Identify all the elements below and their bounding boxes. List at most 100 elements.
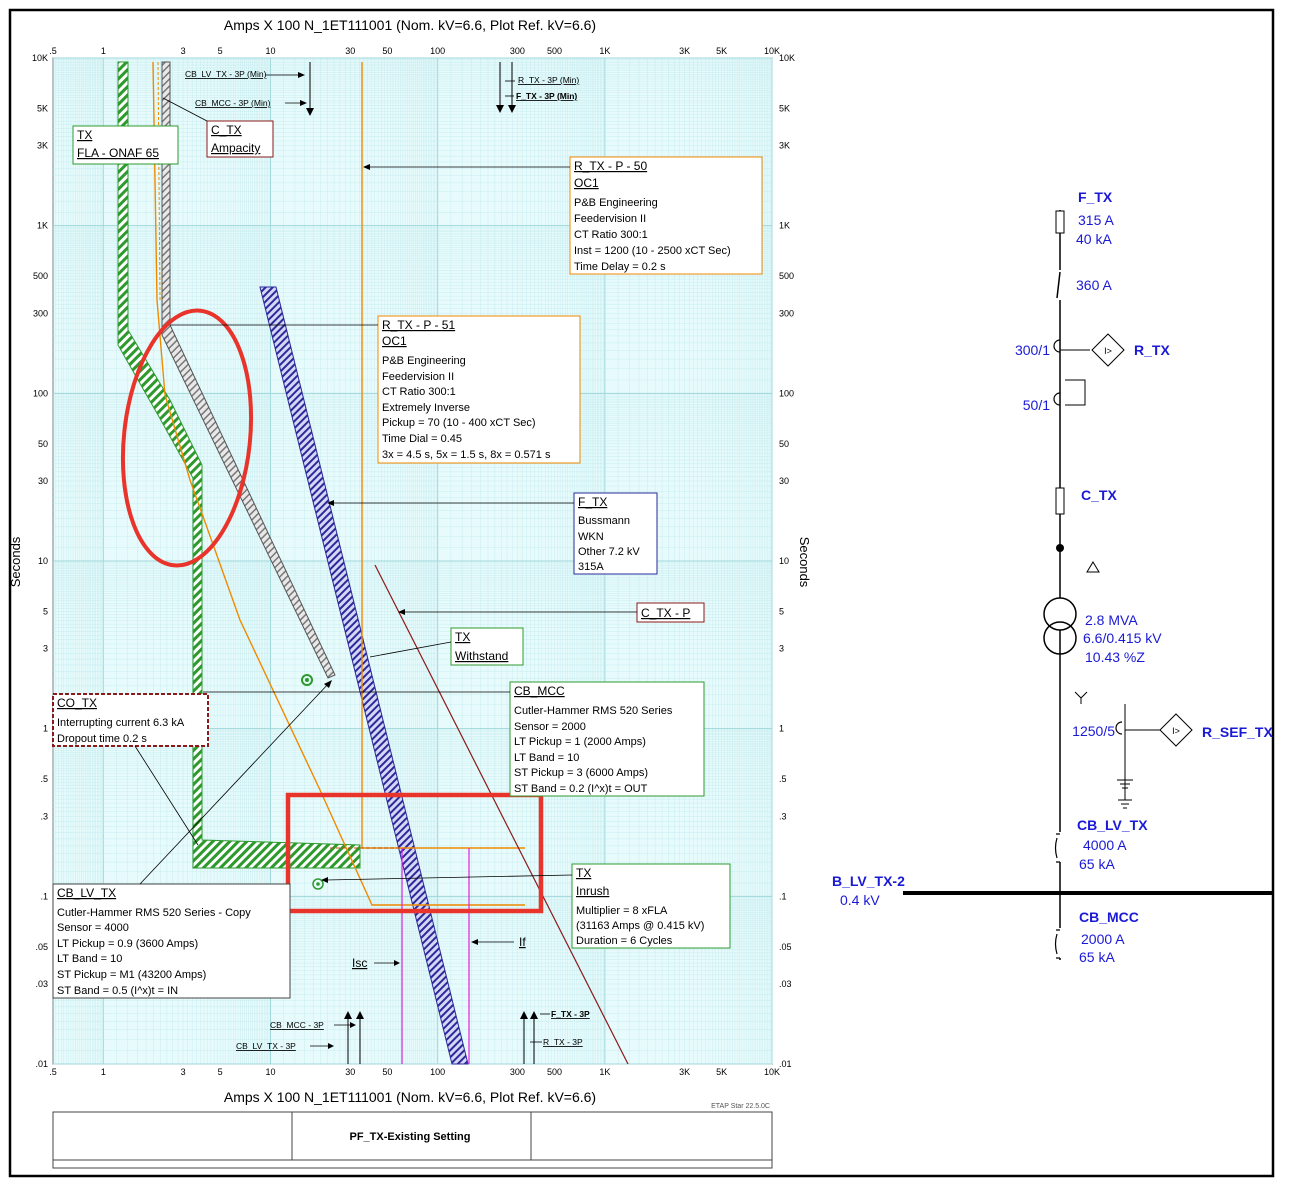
annotation-r50-line-3: Feedervision II [574,213,646,225]
x-tick-label-top: 5K [716,46,727,56]
transformer-icon-primary [1043,597,1077,631]
annotation-tx-fla [72,125,179,165]
y-tick-label-left: .03 [35,979,48,989]
cb-lv-rating: 4000 A [1083,837,1127,853]
annotation-r51-line-5: Extremely Inverse [382,402,470,414]
annotation-r-tx-51 [377,315,581,464]
y-tick-label-right: 1 [779,724,784,734]
top-axis-title: Amps X 100 N_1ET111001 (Nom. kV=6.6, Plo… [224,17,596,33]
r-sef-ct: 1250/5 [1072,723,1115,739]
f-tx-ka: 40 kA [1076,231,1112,247]
delta-icon [1086,561,1100,573]
x-tick-label-bottom: 100 [430,1067,445,1077]
x-tick-label-bottom: 500 [547,1067,562,1077]
x-tick-label-bottom: 30 [345,1067,355,1077]
x-tick-label-bottom: 5K [716,1067,727,1077]
etap-version: ETAP Star 22.5.0C [711,1103,770,1110]
annotation-cblv-line-3: LT Pickup = 0.9 (3600 Amps) [57,938,198,950]
tx-inrush-marker-dot [316,882,320,886]
vline-label-isc: Isc [352,956,367,970]
relay-r-tx-symbol: I> [1104,346,1112,356]
annotation-ftx-line-3: Other 7.2 kV [578,546,640,558]
y-tick-label-left: .01 [35,1059,48,1069]
tx-fla-band [117,61,361,869]
x-tick-label-top: 30 [345,46,355,56]
cb-mcc-band [161,61,336,679]
annotation-c-tx-p [636,602,705,623]
annotation-co-tx [52,693,209,747]
annotation-txi-line-2: Multiplier = 8 xFLA [576,905,668,917]
highlight-ellipse [120,308,254,568]
cb-mcc-name: CB_MCC [1079,909,1139,925]
switch-rating: 360 A [1076,277,1112,293]
cb-mcc-rating: 2000 A [1081,931,1125,947]
x-tick-label-top: .5 [49,46,57,56]
y-tick-label-left: 5K [37,103,48,113]
tx-withstand-marker [301,674,313,686]
x-tick-label-bottom: 1K [599,1067,610,1077]
annotation-ftx-line-1: Bussmann [578,515,630,527]
x-tick-label-top: 1 [101,46,106,56]
y-tick-label-left: 30 [38,476,48,486]
x-tick-label-bottom: 3 [181,1067,186,1077]
annotation-cblv-line-2: Sensor = 4000 [57,922,129,934]
annotation-tx-withstand [450,627,524,666]
x-tick-label-top: 3 [181,46,186,56]
x-tick-label-bottom: 3K [679,1067,690,1077]
x-tick-label-top: 500 [547,46,562,56]
vline-label-cbmcc: CB_MCC - 3P [270,1020,324,1030]
y-tick-label-right: 1K [779,221,790,231]
annotation-r51-line-0: R_TX - P - 51 [382,318,455,332]
annotation-cbmcc-line-1: Cutler-Hammer RMS 520 Series [514,705,673,717]
x-tick-label-bottom: 5 [218,1067,223,1077]
annotation-cblv-line-0: CB_LV_TX [57,886,116,900]
bottom-vlines: CB_MCC - 3P CB_LV_TX - 3P F_TX - 3P R_TX… [236,935,590,1064]
annotation-r51-line-4: CT Ratio 300:1 [382,386,456,398]
annotation-cblv-line-1: Cutler-Hammer RMS 520 Series - Copy [57,907,251,919]
annotation-r51-line-7: Time Dial = 0.45 [382,433,462,445]
annotation-txw-line-0: TX [455,630,470,644]
y-tick-label-left: 3 [43,644,48,654]
x-tick-label-top: 5 [218,46,223,56]
annotation-r51-line-1: OC1 [382,334,407,348]
x-tick-label-top: 1K [599,46,610,56]
y-tick-label-right: 100 [779,388,794,398]
vline-label-rtx: R_TX - 3P [543,1037,583,1047]
y-tick-label-left: 50 [38,439,48,449]
vline-label-cblv: CB_LV_TX - 3P [236,1041,296,1051]
relay-r-sef-symbol: I> [1172,726,1180,736]
y-tick-label-right: .1 [779,891,787,901]
y-tick-label-left: 300 [33,308,48,318]
y-tick-label-left: 3K [37,141,48,151]
annotation-co-line-0: CO_TX [57,696,97,710]
annotation-cblv-line-4: LT Band = 10 [57,953,122,965]
annotation-r50-line-6: Time Delay = 0.2 s [574,261,666,273]
cb-lv-ka: 65 kA [1079,856,1115,872]
c-tx-name: C_TX [1081,487,1117,503]
x-tick-label-top: 300 [510,46,525,56]
annotation-co-line-2: Dropout time 0.2 s [57,733,147,745]
x-tick-label-bottom: .5 [49,1067,57,1077]
annotation-r50-line-5: Inst = 1200 (10 - 2500 xCT Sec) [574,245,731,257]
annotation-txw-line-1: Withstand [455,649,508,663]
c-tx-ampacity-curve [152,61,525,906]
y-tick-label-right: .03 [779,979,792,989]
y-tick-label-left: .1 [40,891,48,901]
y-tick-label-right: .01 [779,1059,792,1069]
f-tx-rating: 315 A [1078,212,1114,228]
fuse-icon [1055,210,1065,234]
annotation-tx-fla-line-1: FLA - ONAF 65 [77,146,159,160]
annotation-ftx-line-0: F_TX [578,495,607,509]
annotation-cblv-line-5: ST Pickup = M1 (43200 Amps) [57,969,206,981]
annotation-r50-line-2: P&B Engineering [574,197,658,209]
annotation-f-tx [573,492,658,575]
relay-r-sef-icon [1159,713,1193,747]
y-tick-label-right: 300 [779,308,794,318]
annotation-tx-inrush [571,863,731,949]
right-y-label: Seconds [797,537,812,588]
y-tick-label-left: 100 [33,388,48,398]
y-tick-label-right: 3K [779,141,790,151]
cb-mcc-ka: 65 kA [1079,949,1115,965]
single-line-diagram: F_TX 315 A 40 kA 360 A 300/1 50/1 I> R_T… [832,189,1273,965]
highlight-rectangle [285,792,544,914]
